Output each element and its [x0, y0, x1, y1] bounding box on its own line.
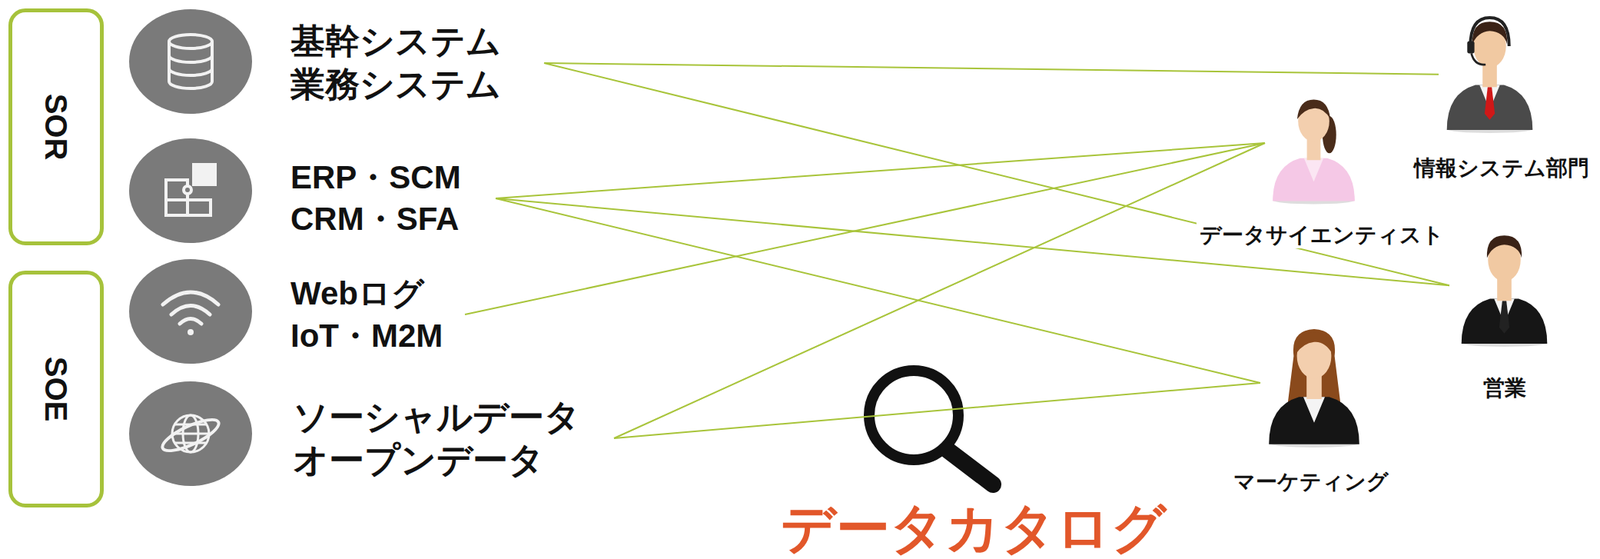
- role-label: データサイエンティスト: [1196, 222, 1448, 249]
- data-source: 基幹システム 業務システム: [290, 19, 545, 107]
- person-node: マーケティング: [1260, 311, 1368, 449]
- category-band: SOR: [8, 8, 104, 246]
- data-source-label: Webログ IoT・M2M: [290, 272, 465, 357]
- connector-line: [464, 142, 1265, 315]
- person-node: データサイエンティスト: [1264, 81, 1363, 205]
- person-figure: [1264, 81, 1363, 205]
- data-source-label: ソーシャルデータ オープンデータ: [292, 395, 615, 482]
- data-source-label: ERP・SCM CRM・SFA: [290, 156, 496, 240]
- person-figure: [1438, 5, 1541, 133]
- source-icon-circles: [129, 9, 253, 486]
- wifi-icon: [162, 292, 219, 336]
- role-label: マーケティング: [1230, 468, 1392, 495]
- person-node: 営業: [1449, 219, 1560, 347]
- data-source: ERP・SCM CRM・SFA: [290, 156, 496, 240]
- data-source-label: 基幹システム 業務システム: [290, 19, 545, 107]
- person-figure: [1449, 219, 1560, 347]
- connector-line: [495, 142, 1265, 199]
- person-node: 情報システム部門: [1438, 5, 1541, 133]
- connector-line: [614, 142, 1265, 439]
- connector-line: [614, 382, 1261, 439]
- category-band: SOE: [8, 270, 104, 508]
- catalog-title: データカタログ: [780, 501, 1167, 555]
- role-label: 営業: [1480, 375, 1530, 402]
- person-figure: [1260, 311, 1368, 449]
- connector-line: [544, 63, 1450, 286]
- data-source: Webログ IoT・M2M: [290, 272, 465, 357]
- connector-line: [544, 63, 1439, 75]
- database-icon: [169, 34, 213, 89]
- globe-icon: [159, 413, 223, 457]
- connector-line: [495, 198, 1450, 286]
- category-label: SOE: [40, 356, 72, 422]
- role-label: 情報システム部門: [1410, 155, 1593, 182]
- category-label: SOR: [40, 93, 72, 161]
- puzzle-icon: [165, 164, 216, 216]
- data-source: ソーシャルデータ オープンデータ: [292, 395, 615, 482]
- magnifier-icon: [869, 370, 993, 485]
